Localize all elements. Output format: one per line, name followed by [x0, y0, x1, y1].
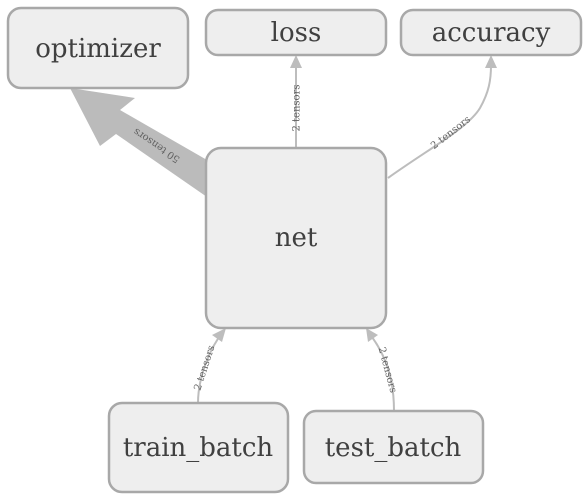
edge-train-batch-to-net-line	[197, 336, 220, 404]
node-net[interactable]: net	[204, 146, 388, 330]
node-train-batch-label: train_batch	[123, 433, 274, 463]
node-optimizer-box	[6, 6, 190, 90]
edge-test-batch-to-net-label: 2 tensors	[376, 346, 399, 394]
edge-train-batch-to-net-arrowhead	[212, 328, 226, 342]
edge-train-batch-to-net: 2 tensors	[193, 328, 226, 404]
edge-train-batch-to-net-label: 2 tensors	[193, 344, 218, 392]
node-test-batch-label: test_batch	[325, 433, 462, 463]
node-test-batch-box	[302, 409, 485, 485]
node-net-label: net	[275, 223, 318, 253]
edge-net-to-accuracy-arrowhead	[485, 55, 497, 68]
edge-net-to-loss-label: 2 tensors	[292, 85, 303, 132]
node-accuracy-label: accuracy	[432, 18, 551, 48]
node-net-box	[204, 146, 388, 330]
node-train-batch[interactable]: train_batch	[107, 401, 290, 494]
node-loss[interactable]: loss	[204, 8, 388, 57]
node-loss-box	[204, 8, 388, 57]
edge-net-to-loss: 2 tensors	[290, 55, 303, 148]
edge-test-batch-to-net-line	[371, 336, 395, 412]
node-loss-label: loss	[271, 18, 322, 48]
node-train-batch-box	[107, 401, 290, 494]
edge-net-to-accuracy: 2 tensors	[387, 55, 497, 179]
edge-net-to-optimizer-arrow	[70, 88, 207, 197]
node-accuracy[interactable]: accuracy	[399, 8, 583, 57]
edge-net-to-loss-arrowhead	[290, 55, 302, 68]
edge-net-to-accuracy-label: 2 tensors	[429, 114, 473, 152]
node-optimizer[interactable]: optimizer	[6, 6, 190, 90]
node-test-batch[interactable]: test_batch	[302, 409, 485, 485]
edge-net-to-optimizer: 50 tensors	[70, 88, 207, 197]
edge-test-batch-to-net-arrowhead	[366, 328, 378, 342]
edge-test-batch-to-net: 2 tensors	[366, 328, 399, 412]
node-optimizer-label: optimizer	[35, 34, 161, 64]
node-accuracy-box	[399, 8, 583, 57]
edge-net-to-accuracy-line	[387, 64, 492, 179]
